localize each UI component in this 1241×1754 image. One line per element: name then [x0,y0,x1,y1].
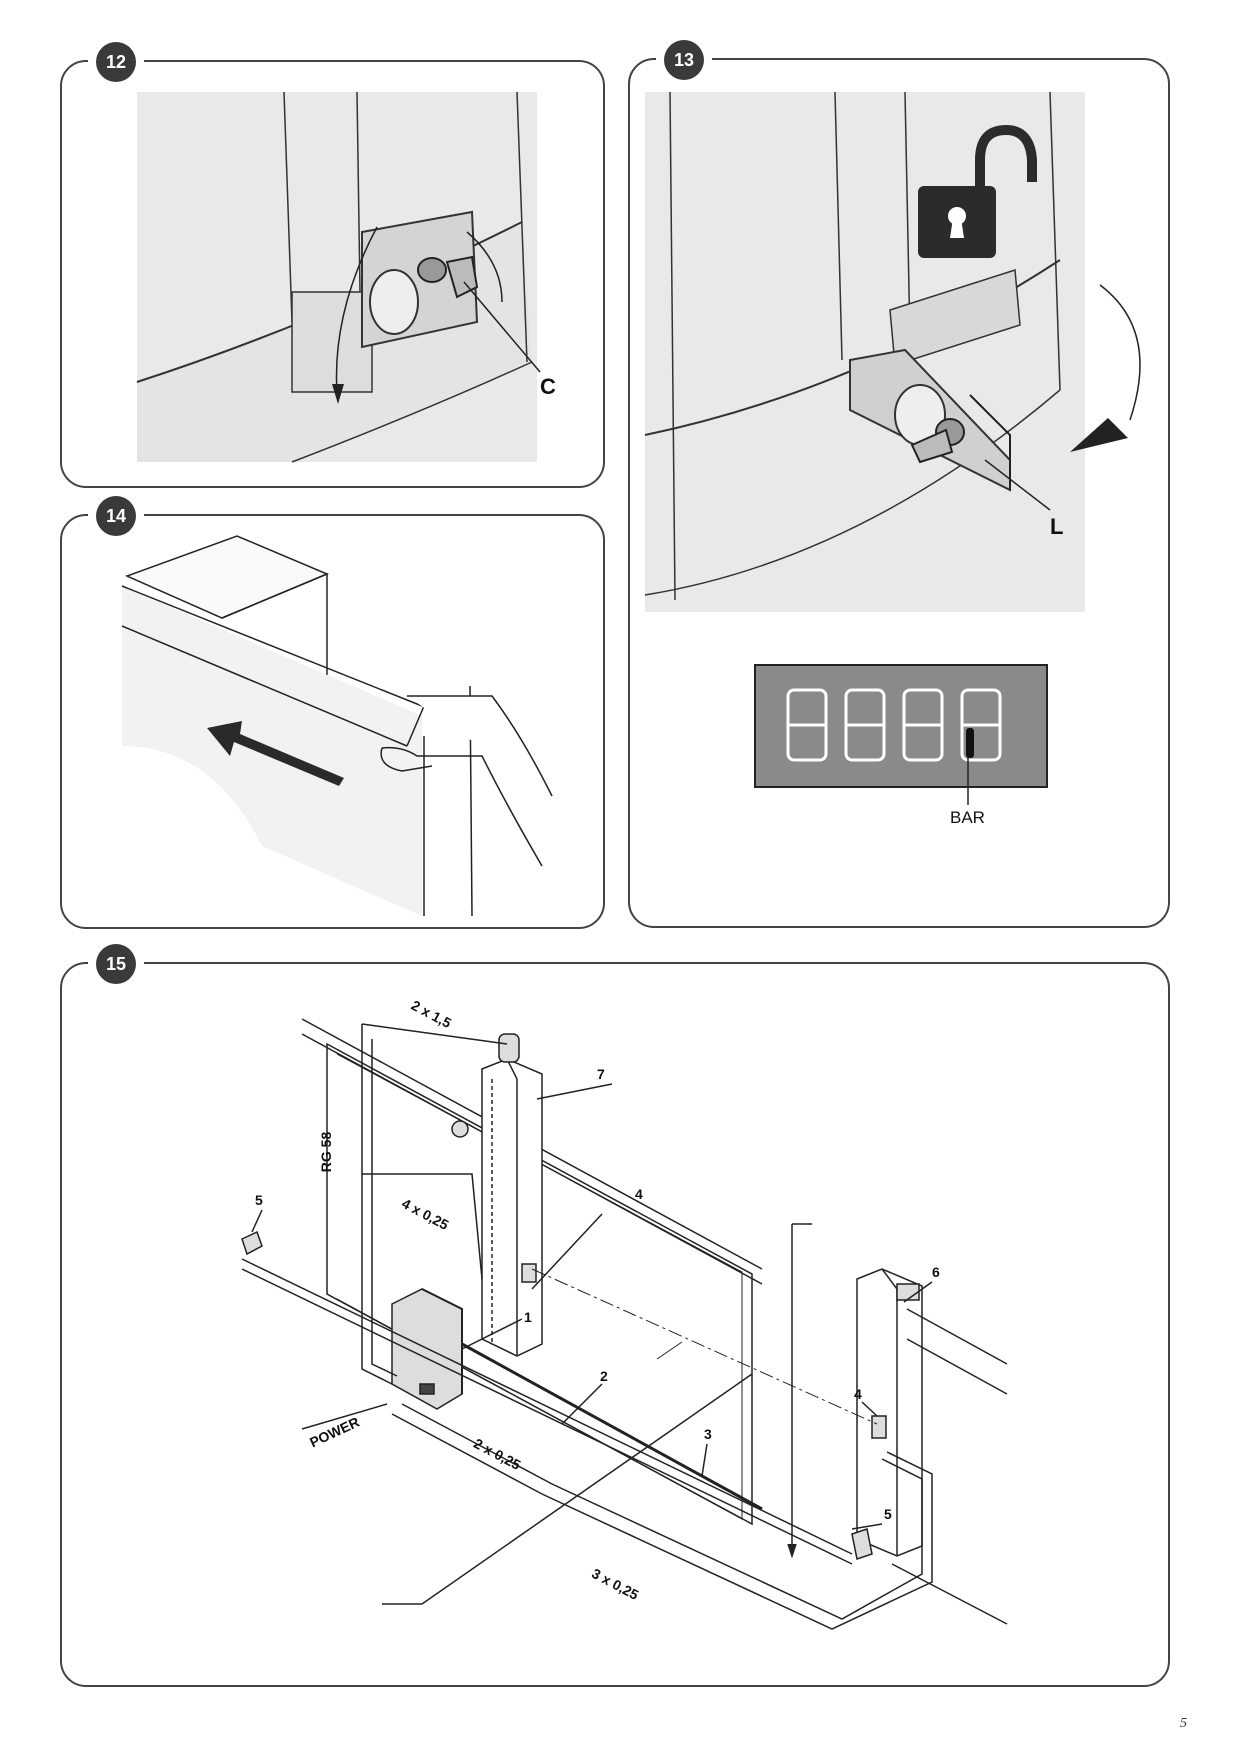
callout-5-right: 5 [884,1506,892,1522]
callout-2: 2 [600,1368,608,1384]
callout-6: 6 [932,1264,940,1280]
figure-15-panel: 15 [60,944,1170,1687]
cable-label-rg58: RG 58 [318,1131,335,1173]
figure-13-panel: 13 [628,40,1170,928]
installation-wiring-diagram [241,1018,1008,1630]
figure-number-badge: 13 [664,40,704,80]
figure-number-badge: 12 [96,42,136,82]
label-c: C [540,374,556,399]
key-insertion-illustration [136,91,541,463]
release-lever-illustration [644,91,1141,805]
display-digits [786,688,1002,762]
page-number: 5 [1180,1716,1187,1731]
callout-3: 3 [704,1426,712,1442]
manual-gate-push-illustration [121,535,553,917]
callout-1: 1 [524,1309,532,1325]
figure-number-badge: 14 [96,496,136,536]
callout-5-left: 5 [255,1192,263,1208]
callout-4-right: 4 [854,1386,862,1402]
figure-number-badge: 15 [96,944,136,984]
figure-12-panel: 12 C [60,42,605,488]
figure-14-panel: 14 [60,496,605,929]
bar-label: BAR [950,808,985,827]
label-l: L [1050,514,1064,539]
callout-4-top: 4 [635,1186,643,1202]
callout-7: 7 [597,1066,605,1082]
